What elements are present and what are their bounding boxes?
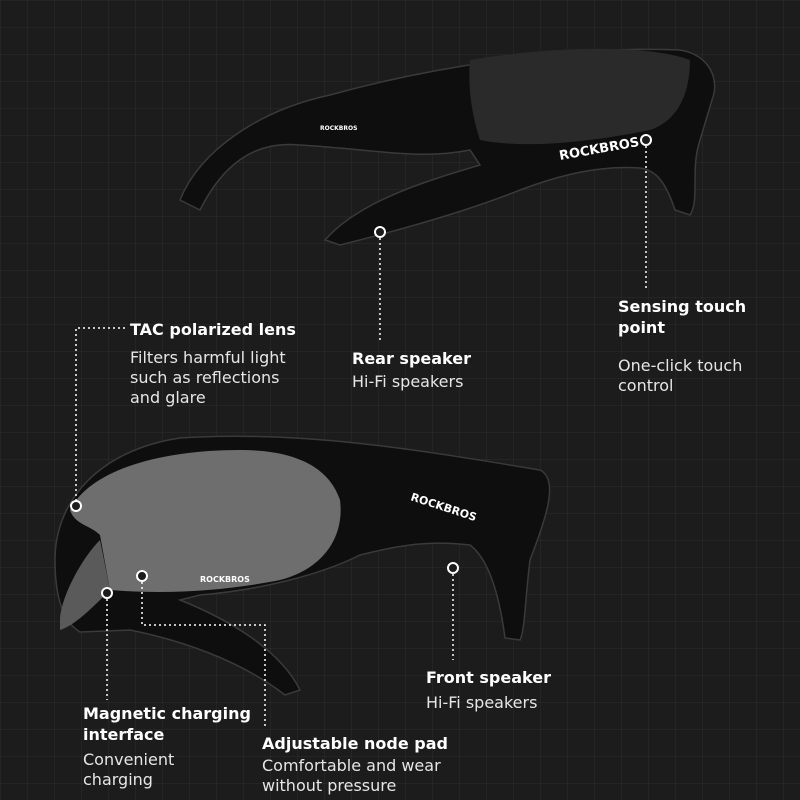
- rear-speaker-desc: Hi-Fi speakers: [352, 372, 464, 391]
- glasses-front-view: ROCKBROS ROCKBROS: [54, 435, 551, 696]
- front-speaker-desc: Hi-Fi speakers: [426, 693, 538, 712]
- touch-title: Sensing touch point: [618, 297, 747, 337]
- callout-lines: [75, 146, 647, 728]
- lens-title: TAC polarized lens: [130, 320, 296, 339]
- glasses-rear-view: ROCKBROS ROCKBROS: [179, 48, 716, 246]
- touch-desc: One-click touch control: [618, 356, 743, 395]
- rear-speaker-title: Rear speaker: [352, 349, 472, 368]
- magnetic-title: Magnetic charging interface: [83, 704, 251, 744]
- magnetic-desc: Convenient charging: [83, 750, 175, 789]
- callout-dots: [70, 134, 652, 599]
- front-speaker-title: Front speaker: [426, 668, 551, 687]
- nose-pad-desc: Comfortable and wear without pressure: [262, 756, 441, 795]
- lens-desc: Filters harmful light such as reflection…: [130, 348, 286, 407]
- svg-text:ROCKBROS: ROCKBROS: [200, 575, 250, 584]
- nose-pad-title: Adjustable node pad: [262, 734, 448, 753]
- svg-text:ROCKBROS: ROCKBROS: [320, 125, 357, 132]
